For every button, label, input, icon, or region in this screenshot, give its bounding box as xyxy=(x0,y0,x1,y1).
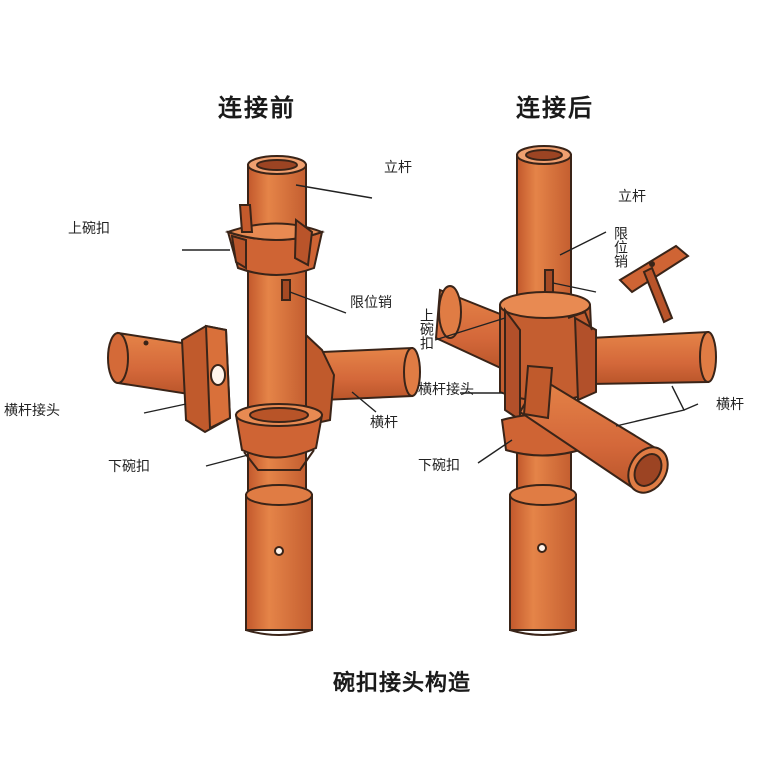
lower-bowl-before xyxy=(234,403,324,471)
limit-pin-before xyxy=(281,279,291,301)
loose-limit-pin xyxy=(618,244,690,324)
label-limit-pin-after: 限位销 xyxy=(612,226,628,268)
label-ledger-joint-before: 横杆接头 xyxy=(4,403,60,419)
leader-lower-bowl-after xyxy=(477,439,513,464)
leader-ledger-joint-before xyxy=(143,403,187,414)
label-ledger-after: 横杆 xyxy=(716,397,744,413)
label-limit-pin-before: 限位销 xyxy=(350,295,392,311)
leader-upper-bowl-after xyxy=(434,317,506,341)
lower-sleeve-before xyxy=(245,494,313,631)
upper-bowl-before xyxy=(224,204,325,276)
leader-upright-before xyxy=(295,184,373,199)
lower-sleeve-after xyxy=(509,494,577,631)
label-upright-before: 立杆 xyxy=(384,160,412,176)
title-after: 连接后 xyxy=(516,94,594,122)
leader-lower-bowl-before xyxy=(205,454,249,467)
ledger-back-right xyxy=(589,330,709,386)
label-upper-bowl-after: 上碗扣 xyxy=(418,308,434,350)
ledger-joint-hole xyxy=(210,364,226,386)
leader-limit-pin-before xyxy=(289,291,347,314)
leader-lines xyxy=(143,184,699,467)
after-assembly xyxy=(434,145,717,636)
pin-hole-before xyxy=(274,546,284,556)
leader-upright-after xyxy=(559,231,607,256)
label-ledger-before: 横杆 xyxy=(370,415,398,431)
figure-caption: 碗扣接头构造 xyxy=(333,671,472,696)
ledger-left-before xyxy=(107,324,232,434)
pin-hole-after xyxy=(537,543,547,553)
leader-limit-pin-after xyxy=(552,282,597,293)
before-assembly xyxy=(107,155,421,636)
label-upright-after: 立杆 xyxy=(618,189,646,205)
ledger-right-before xyxy=(305,332,421,426)
label-ledger-joint-after: 横杆接头 xyxy=(418,382,474,398)
label-lower-bowl-after: 下碗扣 xyxy=(418,458,460,474)
title-before: 连接前 xyxy=(218,94,296,122)
label-lower-bowl-before: 下碗扣 xyxy=(108,459,150,475)
label-upper-bowl-before: 上碗扣 xyxy=(68,221,110,237)
leader-ledger-before xyxy=(351,391,377,413)
leader-ledger-after xyxy=(615,385,686,427)
